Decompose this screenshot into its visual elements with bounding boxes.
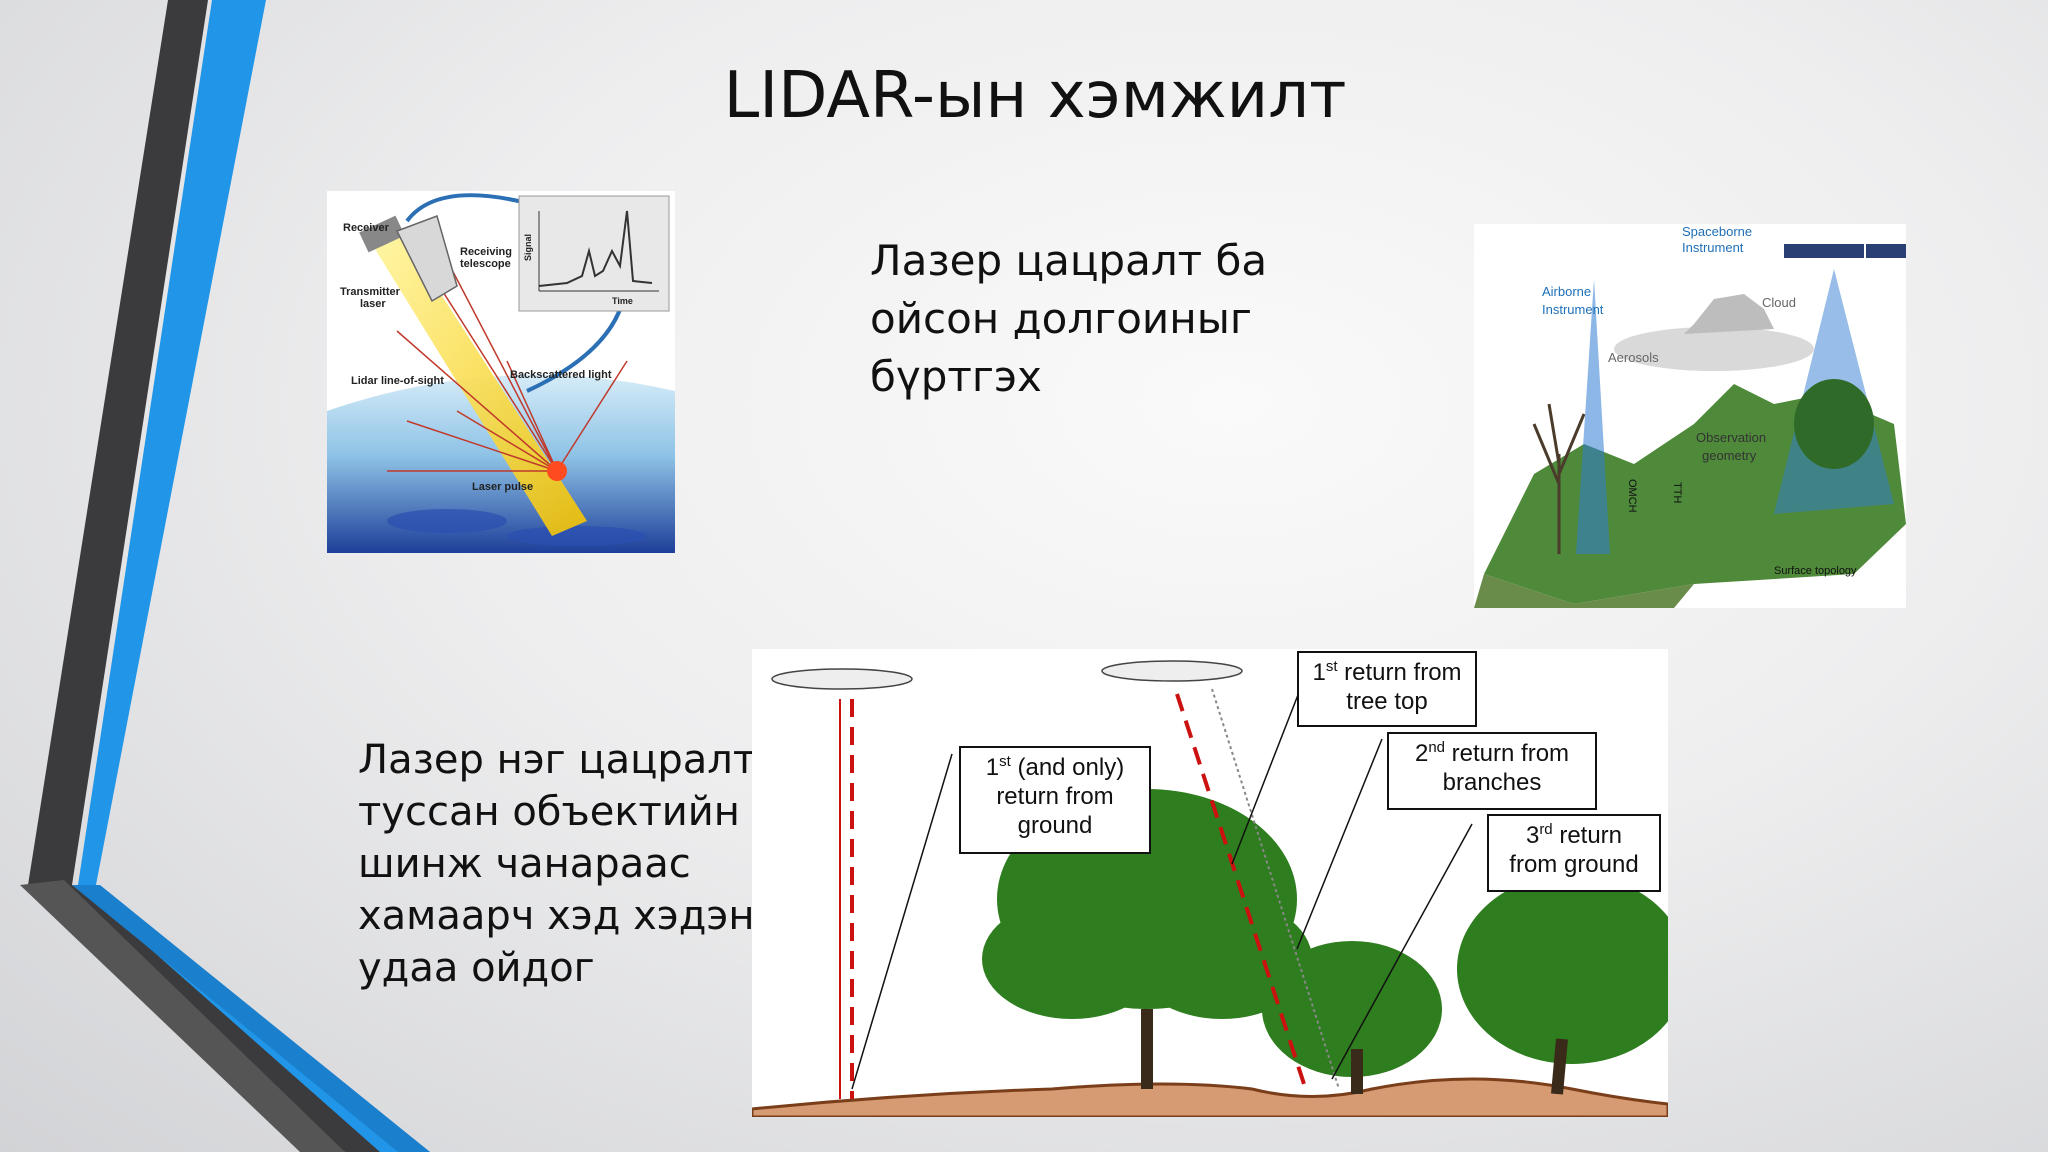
- label-time: Time: [612, 296, 633, 306]
- box-third-return-line2: from ground: [1509, 851, 1638, 878]
- label-observation-2: geometry: [1702, 448, 1757, 463]
- slide-title: LIDAR-ын хэмжилт: [723, 59, 1347, 133]
- label-surface: Surface topology: [1774, 565, 1857, 577]
- box-first-return-tree: 1st return from: [1312, 658, 1461, 686]
- box-second-return: 2nd return from: [1415, 739, 1569, 767]
- label-aerosols: Aerosols: [1608, 350, 1659, 365]
- box-first-return-tree-line2: tree top: [1346, 688, 1427, 715]
- label-line-of-sight: Lidar line-of-sight: [351, 375, 444, 387]
- label-laser-pulse: Laser pulse: [472, 481, 533, 493]
- label-telescope: Receiving: [460, 246, 512, 258]
- text-block-2: Лазер нэг цацралт туссан объектийн шинж …: [358, 734, 756, 994]
- lidar-principle-figure: Receiver Receiving telescope Transmitter…: [327, 191, 675, 553]
- box-first-only-ground: 1st (and only): [986, 753, 1124, 781]
- text-line: ойсон долгоиныг: [870, 294, 1252, 343]
- box-second-return-line2: branches: [1443, 769, 1542, 796]
- label-tth: TTH: [1671, 482, 1683, 503]
- label-airborne: Airborne: [1542, 284, 1591, 299]
- label-observation: Observation: [1696, 430, 1766, 445]
- label-receiver: Receiver: [343, 222, 390, 234]
- label-omch: OMCH: [1626, 479, 1638, 513]
- text-line: удаа ойдог: [358, 945, 595, 991]
- text-line: хамаарч хэд хэдэн: [358, 893, 755, 939]
- box-first-only-ground-line2: return from: [996, 783, 1113, 810]
- text-line: бүртгэх: [870, 352, 1042, 401]
- text-block-1: Лазер цацралт ба ойсон долгоиныг бүртгэх: [870, 232, 1267, 406]
- label-transmitter: Transmitter: [340, 286, 401, 298]
- box-third-return: 3rd return: [1526, 821, 1622, 849]
- label-telescope-2: telescope: [460, 258, 511, 270]
- text-line: туссан объектийн: [358, 789, 740, 835]
- label-transmitter-2: laser: [360, 298, 386, 310]
- label-spaceborne: Spaceborne: [1682, 224, 1752, 239]
- text-line: шинж чанараас: [358, 841, 691, 887]
- spaceborne-airborne-figure: Spaceborne Instrument Airborne Instrumen…: [1474, 224, 1906, 608]
- box-first-only-ground-line3: ground: [1018, 812, 1093, 839]
- label-signal: Signal: [523, 234, 533, 261]
- label-cloud: Cloud: [1762, 295, 1796, 310]
- text-line: Лазер цацралт ба: [870, 236, 1268, 285]
- label-airborne-2: Instrument: [1542, 302, 1604, 317]
- label-backscattered: Backscattered light: [510, 369, 612, 381]
- label-spaceborne-2: Instrument: [1682, 240, 1744, 255]
- text-line: Лазер нэг цацралт: [358, 737, 757, 783]
- multiple-returns-figure: 1st (and only) return from ground 1st re…: [752, 649, 1668, 1117]
